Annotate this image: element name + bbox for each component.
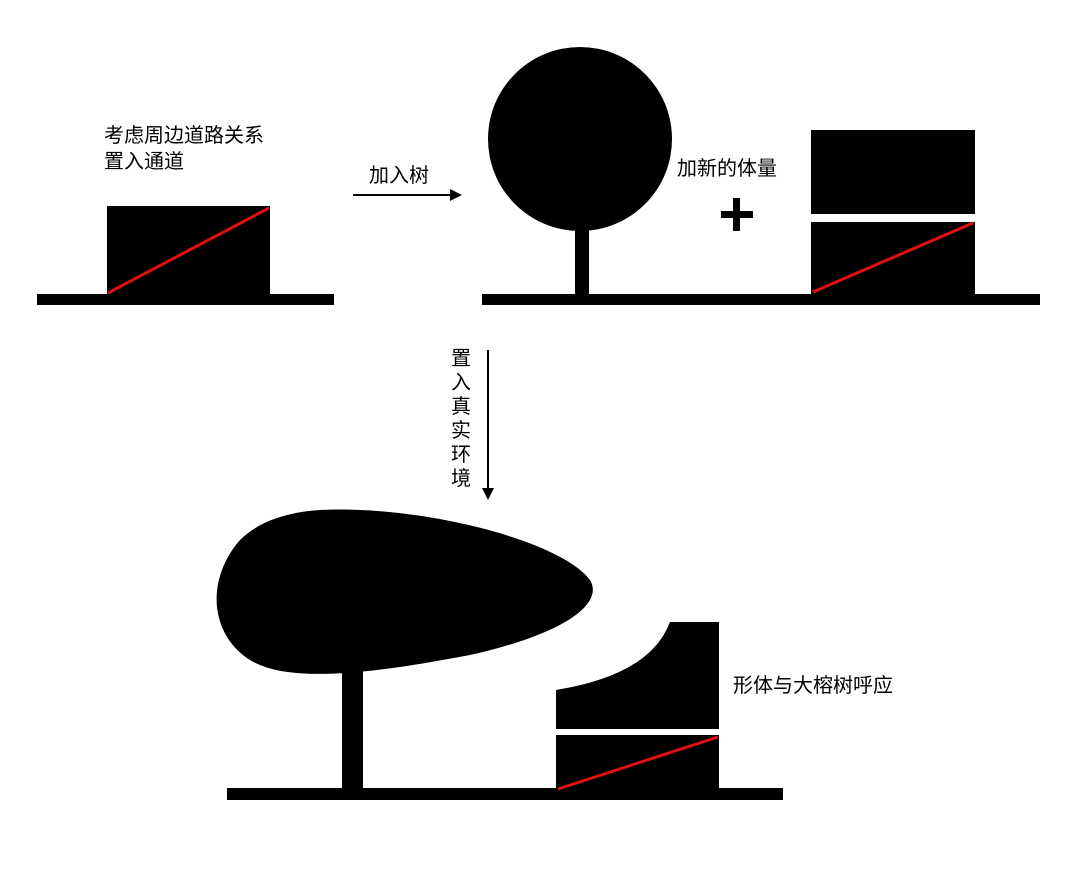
- stage-2-ground: [482, 294, 1040, 305]
- stage-2-tree-trunk: [575, 225, 589, 297]
- add-tree-label: 加入树: [369, 163, 429, 187]
- stage-3-curved-volume: [556, 622, 719, 729]
- stage-3-group: [216, 509, 783, 800]
- stage-3-banyan-crown: [216, 509, 593, 674]
- step-1-label-line-1: 考虑周边道路关系: [104, 123, 264, 147]
- stage-2-passage-line: [812, 221, 974, 294]
- add-volume-label: 加新的体量: [677, 156, 777, 180]
- stage-2-tree-crown: [488, 47, 672, 231]
- stage-2-new-volume: [811, 130, 975, 214]
- stage-1-group: [37, 206, 334, 305]
- stage-3-banyan-trunk: [342, 670, 363, 792]
- stage-1-passage-line: [107, 206, 270, 295]
- arrow-down-icon: [482, 350, 494, 500]
- arrow-right-icon: [353, 189, 462, 201]
- stage-1-ground: [37, 294, 334, 305]
- place-real-environment-label: 置入真实环境: [451, 346, 471, 490]
- step-1-label-line-2: 置入通道: [104, 149, 184, 173]
- stage-2-group: [482, 47, 1040, 305]
- stage-3-passage-line: [557, 735, 719, 791]
- respond-to-banyan-label: 形体与大榕树呼应: [733, 673, 893, 697]
- plus-sign-icon: [721, 198, 753, 231]
